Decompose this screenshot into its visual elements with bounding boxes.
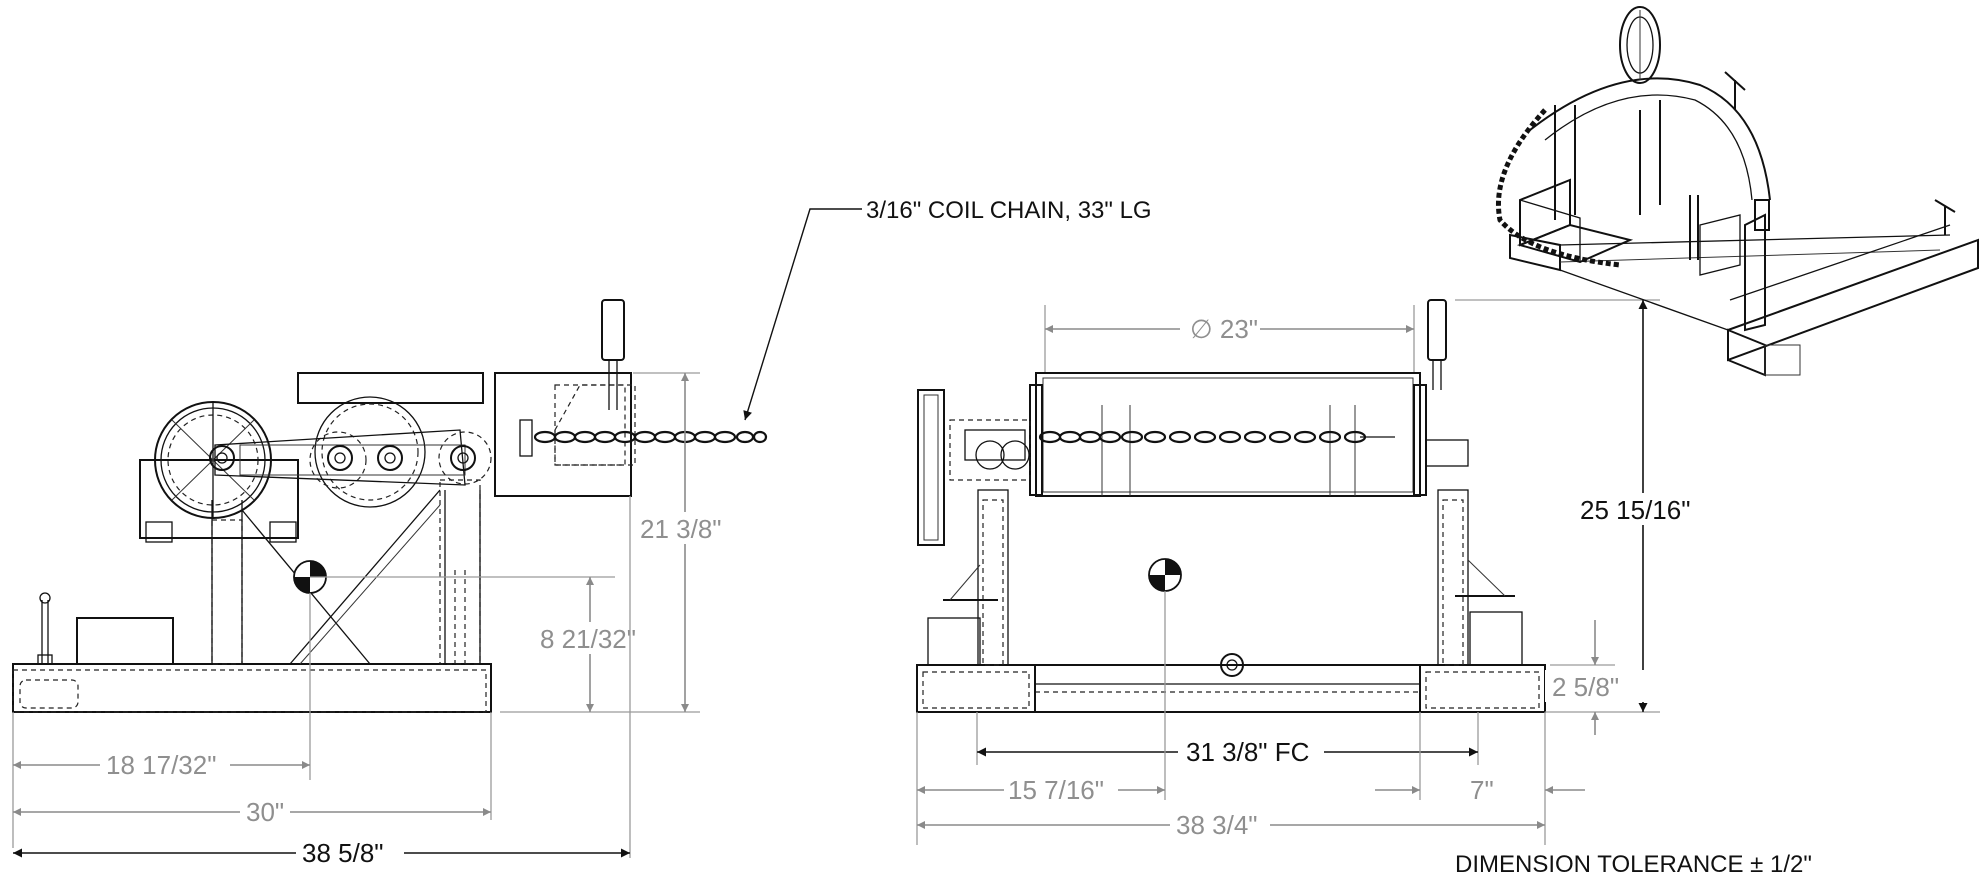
chain [533,430,768,444]
dim-front-base-height: 2 5/8" [1552,672,1619,702]
front-view: ∅ 23" 25 15/16" 2 5/8" 31 3/8" FC 15 7/1… [916,299,1812,875]
dim-fork-centers: 31 3/8" FC [1186,737,1309,767]
dim-drum-diameter: ∅ 23" [1190,314,1258,344]
dim-side-base: 30" [246,797,284,827]
center-of-gravity-icon [1148,558,1182,592]
isometric-view [1495,6,1979,377]
drum-chain [1038,430,1367,444]
dim-side-overall: 38 5/8" [302,838,384,868]
tolerance-note: DIMENSION TOLERANCE ± 1/2" [1455,851,1812,875]
dim-side-cog-height: 8 21/32" [540,624,636,654]
dim-fork-width: 7" [1470,775,1494,805]
dim-side-cog-x: 18 17/32" [106,750,216,780]
chain-callout: 3/16" COIL CHAIN, 33" LG [866,197,1152,224]
dim-front-overall: 38 3/4" [1176,810,1258,840]
side-view: 21 3/8" 8 21/32" 18 17/32" 30" 38 5/8" 3… [12,197,1152,868]
dim-front-cog-x: 15 7/16" [1008,775,1104,805]
dim-side-height: 21 3/8" [640,514,722,544]
dim-front-height: 25 15/16" [1580,495,1690,525]
